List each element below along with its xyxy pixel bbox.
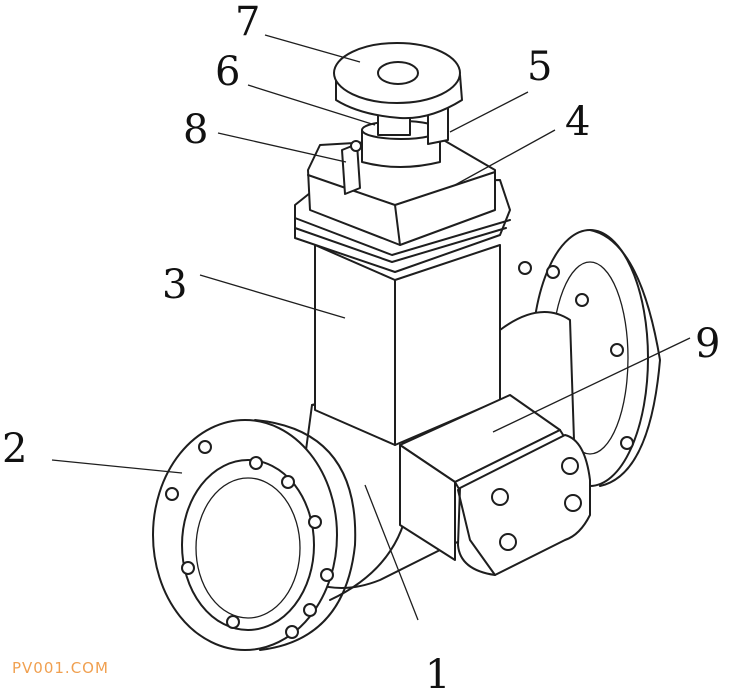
callout-1: 1 [425, 652, 450, 693]
callout-2: 2 [2, 426, 27, 472]
callout-3: 3 [162, 262, 187, 308]
leader-lines [51, 34, 691, 621]
dial-cap [333, 42, 463, 120]
junction-box [399, 394, 591, 576]
callout-4: 4 [565, 99, 590, 145]
clip [341, 140, 362, 195]
callout-9: 9 [695, 321, 720, 367]
callout-7: 7 [235, 0, 260, 45]
callout-8: 8 [183, 107, 208, 153]
callout-5: 5 [527, 44, 552, 90]
callout-6: 6 [215, 49, 240, 95]
left-flange [152, 419, 357, 651]
watermark: PV001.COM [12, 659, 109, 677]
column [314, 244, 501, 446]
